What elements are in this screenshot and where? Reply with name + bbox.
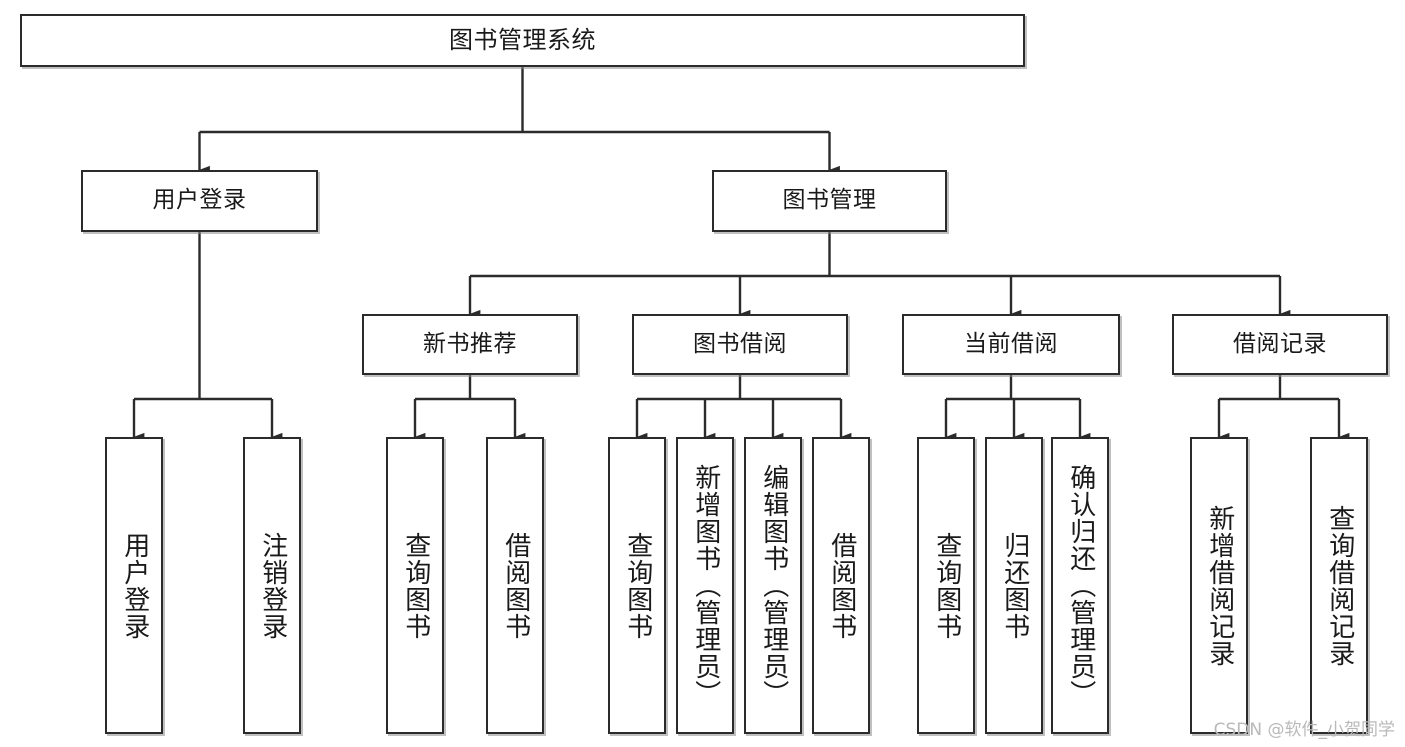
- leaf-confirm-return[interactable]: 确认归还（管理员）: [1051, 437, 1109, 734]
- leaf-query-borrow-record[interactable]: 查询借阅记录: [1310, 437, 1368, 734]
- node-new-book-recommendation-label: 新书推荐: [423, 330, 517, 357]
- node-new-book-recommendation[interactable]: 新书推荐: [362, 314, 578, 375]
- leaf-return-book-label: 归还图书: [999, 531, 1030, 640]
- leaf-query-book-3[interactable]: 查询图书: [917, 437, 975, 734]
- node-borrowing-record[interactable]: 借阅记录: [1172, 314, 1388, 375]
- leaf-add-book[interactable]: 新增图书（管理员）: [676, 437, 734, 734]
- leaf-borrow-book-2-label: 借阅图书: [826, 531, 857, 640]
- node-borrowing-record-label: 借阅记录: [1233, 330, 1327, 357]
- node-book-borrowing[interactable]: 图书借阅: [632, 314, 848, 375]
- edges: [132, 67, 1350, 442]
- leaf-user-logout[interactable]: 注销登录: [243, 437, 301, 734]
- leaf-edit-book[interactable]: 编辑图书（管理员）: [744, 437, 802, 734]
- leaf-borrow-book-1-label: 借阅图书: [500, 531, 531, 640]
- leaf-query-book-3-label: 查询图书: [931, 531, 962, 640]
- leaf-borrow-book-1[interactable]: 借阅图书: [486, 437, 544, 734]
- leaf-confirm-return-label: 确认归还（管理员）: [1065, 464, 1096, 707]
- leaf-query-book-1-label: 查询图书: [400, 531, 431, 640]
- leaf-add-book-label: 新增图书（管理员）: [690, 464, 721, 707]
- leaf-query-book-1[interactable]: 查询图书: [386, 437, 444, 734]
- leaf-add-borrow-record[interactable]: 新增借阅记录: [1190, 437, 1248, 734]
- csdn-watermark: CSDN @软件_小贺同学: [1213, 720, 1395, 740]
- leaf-user-logout-label: 注销登录: [257, 531, 288, 640]
- node-book-management-label: 图书管理: [782, 187, 877, 214]
- node-current-borrowing-label: 当前借阅: [964, 330, 1058, 357]
- node-book-management[interactable]: 图书管理: [712, 170, 947, 232]
- leaf-return-book[interactable]: 归还图书: [985, 437, 1043, 734]
- node-user-login-label: 用户登录: [152, 187, 247, 214]
- leaf-query-borrow-record-label: 查询借阅记录: [1324, 504, 1355, 667]
- leaf-add-borrow-record-label: 新增借阅记录: [1204, 504, 1235, 667]
- node-current-borrowing[interactable]: 当前借阅: [902, 314, 1120, 375]
- leaf-edit-book-label: 编辑图书（管理员）: [758, 464, 789, 707]
- node-book-borrowing-label: 图书借阅: [693, 330, 787, 357]
- node-root[interactable]: 图书管理系统: [20, 14, 1025, 67]
- leaf-query-book-2[interactable]: 查询图书: [608, 437, 666, 734]
- leaf-user-login[interactable]: 用户登录: [105, 437, 163, 734]
- node-root-label: 图书管理系统: [449, 26, 596, 55]
- leaf-user-login-label: 用户登录: [119, 531, 150, 640]
- leaf-query-book-2-label: 查询图书: [622, 531, 653, 640]
- leaf-borrow-book-2[interactable]: 借阅图书: [812, 437, 870, 734]
- node-user-login[interactable]: 用户登录: [81, 170, 318, 232]
